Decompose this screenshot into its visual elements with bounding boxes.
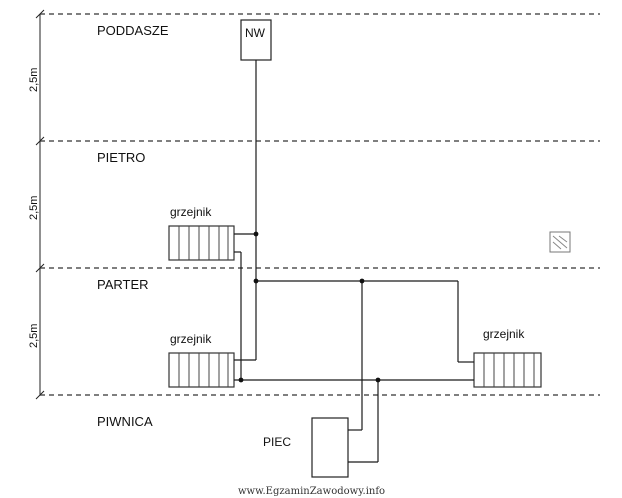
radiator-label: grzejnik xyxy=(483,327,525,341)
floor-label-attic: PODDASZE xyxy=(97,23,169,38)
dimension-label: 2,5m xyxy=(28,68,40,92)
boiler: PIEC xyxy=(263,417,349,478)
radiator-first-floor-left xyxy=(168,225,235,261)
floor-label-ground-floor: PARTER xyxy=(97,277,149,292)
boiler-label: PIEC xyxy=(263,435,291,449)
floor-label-first-floor: PIETRO xyxy=(97,150,145,165)
expansion-vessel: NW xyxy=(240,19,272,61)
height-dimension: 2,5m 2,5m 2,5m xyxy=(28,9,45,400)
stamp-icon xyxy=(549,231,571,253)
dimension-label: 2,5m xyxy=(28,196,40,220)
expansion-vessel-label: NW xyxy=(245,26,266,40)
radiator-ground-floor-left xyxy=(168,352,235,388)
radiator-label: grzejnik xyxy=(170,205,212,219)
dimension-label: 2,5m xyxy=(28,324,40,348)
radiator-label: grzejnik xyxy=(170,332,212,346)
watermark: www.EgzaminZawodowy.info xyxy=(238,486,385,497)
heating-pipes xyxy=(234,60,474,463)
radiator-ground-floor-right xyxy=(473,352,542,388)
floor-label-basement: PIWNICA xyxy=(97,414,153,429)
